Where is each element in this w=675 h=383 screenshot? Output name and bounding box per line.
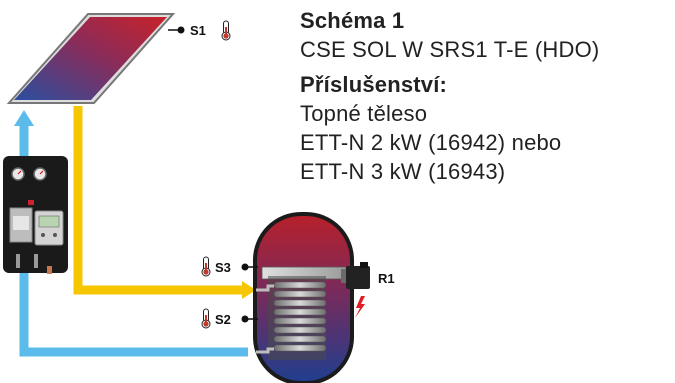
hot-pipe	[73, 106, 256, 299]
sensor-s3: S3	[201, 256, 258, 277]
accessories-heading: Příslušenství:	[300, 72, 448, 97]
storage-tank	[253, 212, 354, 383]
accessory-option-2: ETT-N 3 kW (16943)	[300, 159, 506, 184]
sensor-s1-label: S1	[190, 23, 206, 38]
accessory-option-1: ETT-N 2 kW (16942) nebo	[300, 130, 562, 155]
coil-connections	[256, 284, 274, 354]
sensor-s2: S2	[201, 308, 258, 329]
heat-exchanger-coil	[273, 281, 327, 352]
thermometer-icon	[221, 20, 231, 41]
thermometer-icon	[201, 308, 211, 329]
sensor-s1: S1	[168, 20, 231, 41]
lightning-icon	[355, 296, 365, 318]
pump-station	[3, 156, 68, 274]
scheme-title: Schéma 1	[300, 8, 405, 33]
sensor-s3-label: S3	[215, 260, 231, 275]
sensor-s2-label: S2	[215, 312, 231, 327]
scheme-info: Schéma 1 CSE SOL W SRS1 T-E (HDO) Příslu…	[300, 6, 672, 186]
thermometer-icon	[201, 256, 211, 277]
scheme-model: CSE SOL W SRS1 T-E (HDO)	[300, 37, 600, 62]
accessory-name: Topné těleso	[300, 101, 428, 126]
heater-label: R1	[378, 271, 395, 286]
solar-collector	[6, 13, 176, 104]
electric-heater: R1	[341, 262, 395, 318]
